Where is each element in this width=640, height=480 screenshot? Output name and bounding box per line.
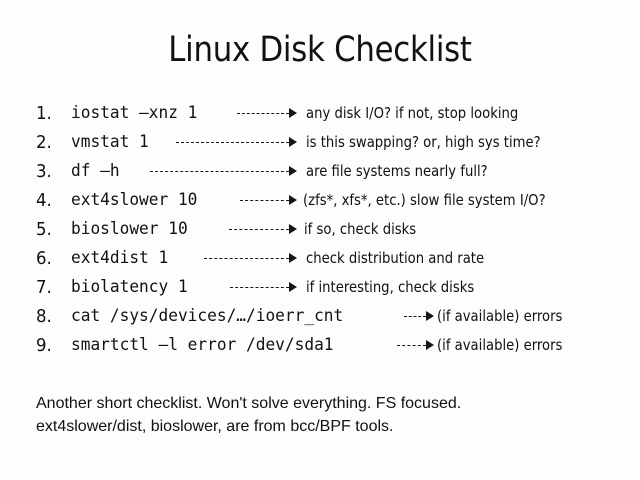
dashed-line bbox=[237, 113, 289, 114]
checklist-item-description: if interesting, check disks bbox=[306, 278, 475, 296]
dashed-line bbox=[204, 258, 289, 259]
dashed-line bbox=[240, 200, 289, 201]
checklist-item-description: is this swapping? or, high sys time? bbox=[306, 133, 541, 151]
footer-note: Another short checklist. Won't solve eve… bbox=[36, 392, 636, 438]
checklist-item-number: 3. bbox=[36, 161, 52, 182]
checklist-item: 6. ext4dist 1 check distribution and rate bbox=[0, 244, 640, 273]
dashed-arrow-icon bbox=[237, 99, 297, 128]
dashed-arrow-icon bbox=[150, 157, 297, 186]
arrowhead-icon bbox=[289, 282, 297, 292]
checklist-item-command: df –h bbox=[71, 161, 120, 181]
page-title: Linux Disk Checklist bbox=[168, 30, 472, 70]
checklist-item-command: bioslower 10 bbox=[71, 219, 188, 239]
dashed-line bbox=[404, 316, 426, 317]
checklist-item: 4. ext4slower 10 (zfs*, xfs*, etc.) slow f… bbox=[0, 186, 640, 215]
checklist-item: 2. vmstat 1 is this swapping? or, high sys… bbox=[0, 128, 640, 157]
footer-line-2: ext4slower/dist, bioslower, are from bcc… bbox=[36, 418, 394, 435]
checklist-item-command: ext4dist 1 bbox=[71, 248, 169, 268]
dashed-line bbox=[150, 171, 289, 172]
checklist-item: 3. df –h are file systems nearly full? bbox=[0, 157, 640, 186]
footer-line-1: Another short checklist. Won't solve eve… bbox=[36, 395, 462, 412]
arrowhead-icon bbox=[289, 253, 297, 263]
checklist-item-number: 7. bbox=[36, 277, 52, 298]
arrowhead-icon bbox=[426, 340, 434, 350]
arrowhead-icon bbox=[289, 195, 297, 205]
checklist-item-description: check distribution and rate bbox=[306, 249, 485, 267]
checklist-item-command: smartctl –l error /dev/sda1 bbox=[71, 335, 334, 355]
dashed-line bbox=[176, 142, 289, 143]
arrowhead-icon bbox=[289, 166, 297, 176]
checklist-item-description: if so, check disks bbox=[304, 220, 417, 238]
checklist-item-number: 6. bbox=[36, 248, 52, 269]
checklist-item-number: 4. bbox=[36, 190, 52, 211]
checklist-item: 1. iostat –xnz 1 any disk I/O? if not, sto… bbox=[0, 99, 640, 128]
dashed-line bbox=[230, 287, 289, 288]
checklist-item-number: 9. bbox=[36, 335, 52, 356]
dashed-arrow-icon bbox=[404, 302, 434, 331]
checklist: 1. iostat –xnz 1 any disk I/O? if not, sto… bbox=[0, 99, 640, 360]
checklist-item-description: are file systems nearly full? bbox=[306, 162, 488, 180]
checklist-item: 8. cat /sys/devices/…/ioerr_cnt (if availa… bbox=[0, 302, 640, 331]
checklist-item: 5. bioslower 10 if so, check disks bbox=[0, 215, 640, 244]
dashed-line bbox=[397, 345, 426, 346]
checklist-item-command: vmstat 1 bbox=[71, 132, 149, 152]
checklist-item: 7. biolatency 1 if interesting, check disk… bbox=[0, 273, 640, 302]
checklist-item-description: (zfs*, xfs*, etc.) slow file system I/O? bbox=[303, 191, 546, 209]
checklist-item-command: cat /sys/devices/…/ioerr_cnt bbox=[71, 306, 344, 326]
checklist-item-description: any disk I/O? if not, stop looking bbox=[306, 104, 519, 122]
dashed-arrow-icon bbox=[240, 186, 297, 215]
checklist-item-command: biolatency 1 bbox=[71, 277, 188, 297]
checklist-item-description: (if available) errors bbox=[437, 307, 563, 325]
dashed-arrow-icon bbox=[204, 244, 297, 273]
checklist-item-description: (if available) errors bbox=[437, 336, 563, 354]
arrowhead-icon bbox=[289, 108, 297, 118]
dashed-arrow-icon bbox=[397, 331, 434, 360]
arrowhead-icon bbox=[289, 224, 297, 234]
checklist-item-number: 1. bbox=[36, 103, 52, 124]
checklist-item: 9. smartctl –l error /dev/sda1 (if availab… bbox=[0, 331, 640, 360]
checklist-item-number: 5. bbox=[36, 219, 52, 240]
checklist-item-command: iostat –xnz 1 bbox=[71, 103, 198, 123]
dashed-line bbox=[229, 229, 289, 230]
dashed-arrow-icon bbox=[229, 215, 297, 244]
dashed-arrow-icon bbox=[176, 128, 297, 157]
arrowhead-icon bbox=[289, 137, 297, 147]
dashed-arrow-icon bbox=[230, 273, 297, 302]
checklist-item-number: 8. bbox=[36, 306, 52, 327]
checklist-item-command: ext4slower 10 bbox=[71, 190, 198, 210]
checklist-item-number: 2. bbox=[36, 132, 52, 153]
arrowhead-icon bbox=[426, 311, 434, 321]
